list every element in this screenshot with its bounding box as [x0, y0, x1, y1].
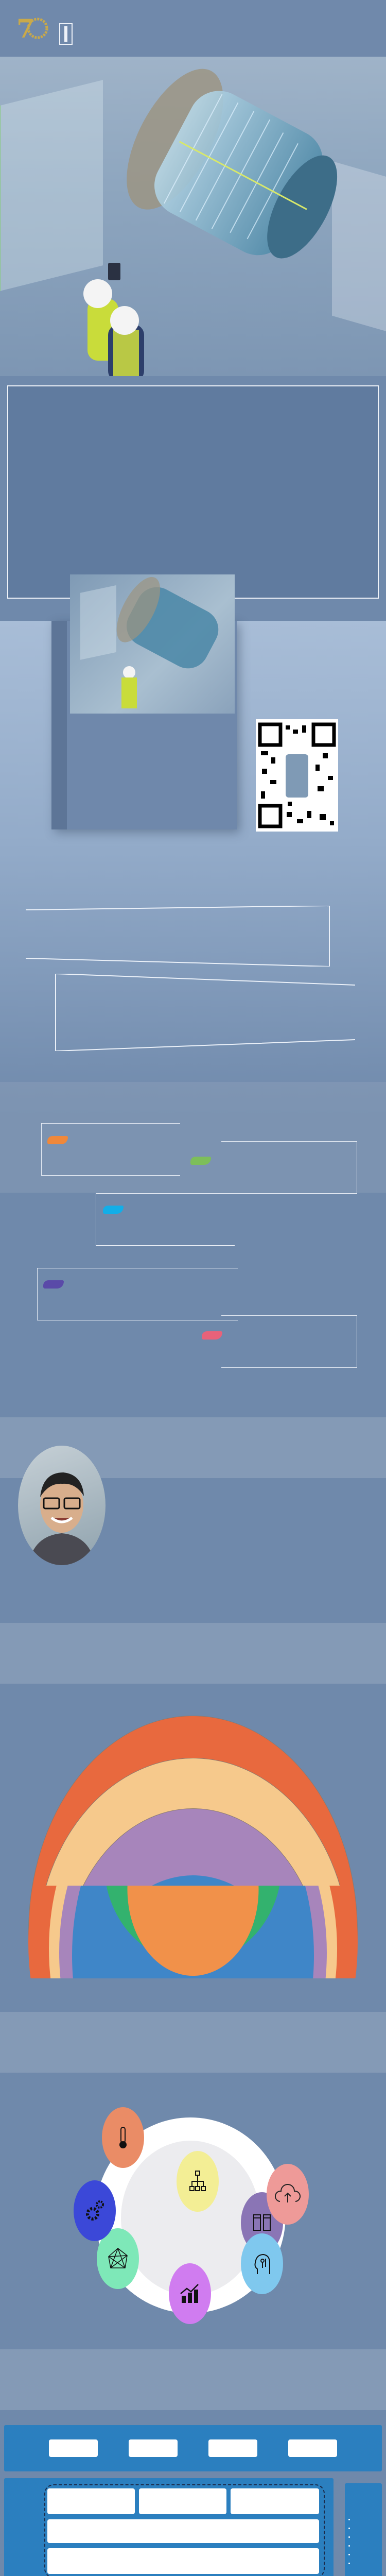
header-bar — [0, 0, 386, 57]
svg-text:7: 7 — [16, 13, 34, 44]
paas-app-templates — [231, 2488, 319, 2514]
pain-point-frame — [96, 1193, 235, 1246]
pain-point-ot-it — [47, 1136, 68, 1144]
node-data-modeling — [97, 2228, 139, 2289]
legacy-item — [355, 2515, 378, 2523]
onion-diagram-core — [0, 1886, 386, 1978]
gears-icon — [86, 2200, 104, 2221]
legacy-item — [355, 2523, 378, 2532]
chart-up-icon — [180, 2284, 199, 2303]
pain-point-tech-stack — [190, 1157, 211, 1165]
pain-point-scaling-risk — [43, 1280, 64, 1289]
digital-system-band — [0, 1623, 386, 1684]
app-service — [288, 2439, 337, 2457]
book-cover-engine-illustration — [80, 577, 219, 708]
ai-head-icon — [254, 2253, 270, 2274]
slogan-frame-2 — [55, 974, 356, 1051]
author-photo — [28, 1472, 95, 1565]
node-big-data — [169, 2263, 211, 2324]
slogan-frame-1 — [25, 906, 330, 967]
network-icon — [189, 2171, 206, 2191]
publisher-mark-icon — [59, 23, 73, 45]
legacy-item — [355, 2541, 378, 2550]
paas-perception-access — [47, 2548, 319, 2574]
paas-app-dev — [47, 2488, 135, 2514]
hero-image — [0, 57, 386, 376]
app-layer — [4, 2425, 382, 2471]
book-cover-image — [70, 574, 235, 714]
thermometer-icon — [119, 2127, 127, 2148]
pain-point-frame — [37, 1268, 238, 1320]
platform-layer — [4, 2478, 334, 2576]
legacy-item — [355, 2550, 378, 2558]
industrial-paas-frame — [44, 2484, 325, 2576]
pain-point-digital-focus — [202, 1331, 222, 1340]
app-manufacturing — [129, 2439, 178, 2457]
pain-point-collaboration — [103, 1206, 124, 1214]
author-avatar — [18, 1446, 106, 1565]
node-ai — [241, 2233, 283, 2294]
legacy-systems — [345, 2483, 382, 2576]
support-system-band — [0, 2012, 386, 2073]
publisher-logo — [59, 23, 78, 45]
qr-code-icon — [258, 722, 336, 828]
turbine-engine-illustration — [127, 69, 338, 259]
paas-big-data — [47, 2519, 319, 2543]
legacy-item — [355, 2558, 378, 2567]
app-operations — [208, 2439, 257, 2457]
pain-point-frame — [221, 1141, 357, 1194]
cloud-upload-icon — [275, 2184, 301, 2202]
node-network — [177, 2151, 219, 2212]
legacy-list — [349, 2515, 378, 2567]
app-rd-design — [49, 2439, 98, 2457]
legacy-item — [355, 2532, 378, 2541]
mesh-icon — [108, 2248, 128, 2268]
node-cloud — [267, 2164, 309, 2225]
purchase-qr-code[interactable] — [256, 719, 338, 832]
architecture-band — [0, 2349, 386, 2410]
node-automation — [74, 2180, 116, 2241]
anniversary-70-logo-icon: 7 — [16, 13, 48, 44]
engineers-illustration — [83, 263, 144, 376]
paas-data-modeling — [139, 2488, 226, 2514]
server-icon — [253, 2214, 271, 2231]
headline-box — [7, 385, 379, 599]
hud-panel-left — [0, 80, 103, 291]
pain-point-frame — [41, 1123, 180, 1176]
book-spine — [51, 621, 67, 829]
pain-point-frame — [221, 1315, 357, 1368]
node-sensor — [102, 2107, 144, 2168]
